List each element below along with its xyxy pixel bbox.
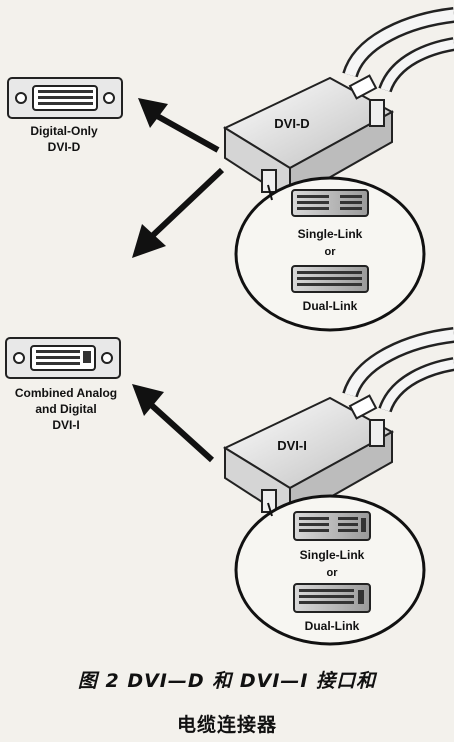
port-label-line: and Digital — [35, 402, 96, 416]
arrow-icon — [132, 167, 225, 258]
dvi-d-cable — [342, 7, 454, 93]
dvi-i-link-inset — [234, 494, 426, 646]
arrow-icon — [138, 98, 220, 153]
port-label-line: DVI-D — [48, 140, 81, 154]
single-link-label: Single-Link — [300, 548, 365, 562]
dvi-i-port-icon — [5, 337, 121, 379]
or-label: or — [327, 567, 339, 579]
arrow-icon — [132, 384, 215, 463]
connector-label: DVI-D — [274, 116, 309, 131]
port-label-line: DVI-I — [52, 418, 79, 432]
port-label-line: Digital-Only — [30, 124, 98, 138]
dvi-d-port-icon — [7, 77, 123, 119]
dual-link-label: Dual-Link — [303, 299, 358, 313]
dual-link-label: Dual-Link — [305, 619, 360, 633]
or-label: or — [325, 246, 337, 258]
port-label-line: Combined Analog — [15, 386, 117, 400]
figure-caption-line2: 电缆连接器 — [176, 714, 277, 736]
figure-caption-line1: 图 2 DVI—D 和 DVI—I 接口和 — [77, 670, 377, 692]
single-link-label: Single-Link — [298, 227, 363, 241]
dvi-d-link-inset — [234, 176, 426, 332]
dvi-i-cable — [342, 327, 454, 413]
connector-label: DVI-I — [277, 438, 307, 453]
dvi-i-plug — [222, 394, 395, 522]
